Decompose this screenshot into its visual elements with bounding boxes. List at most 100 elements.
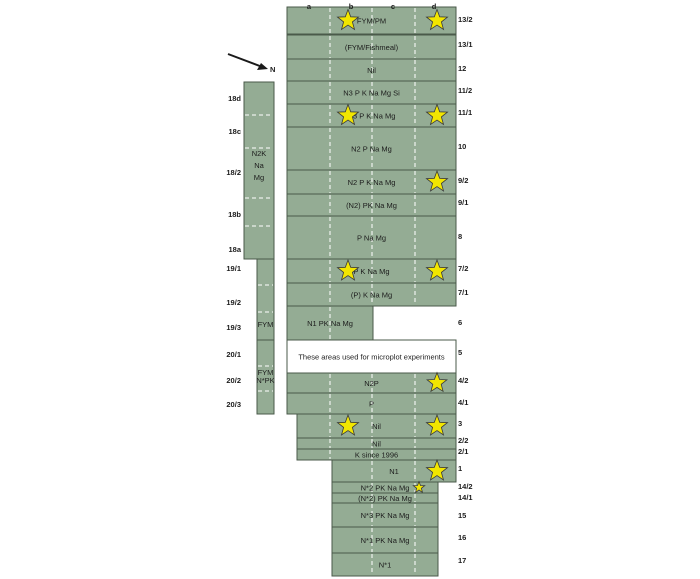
subplot-label: 20/3 (226, 400, 241, 409)
row-label: 8 (458, 232, 462, 241)
plot-label: (FYM/Fishmeal) (345, 43, 399, 52)
plot-rect (296, 413, 457, 439)
row-label: 3 (458, 419, 462, 428)
row-label: 5 (458, 348, 462, 357)
plot-rect (243, 81, 275, 260)
plot-label: (N*2) PK Na Mg (358, 494, 412, 503)
plot-p2_2: Nil (296, 437, 457, 450)
column-label: a (307, 2, 312, 11)
plot-p14_1: (N*2) PK Na Mg (331, 492, 439, 504)
row-label: 14/2 (458, 482, 473, 491)
plot-p13_1: (FYM/Fishmeal) (286, 34, 457, 60)
star-icon (425, 8, 449, 31)
row-labels: 13/213/11211/211/1109/29/187/27/1654/24/… (458, 15, 473, 565)
plot-p7_1: (P) K Na Mg (286, 282, 457, 307)
plot-p13_2: FYM/PM (286, 6, 457, 35)
subplot-label: 20/1 (226, 350, 241, 359)
row-label: 9/2 (458, 176, 468, 185)
row-label: 13/1 (458, 40, 473, 49)
north-arrow-icon (227, 53, 266, 69)
plot-rect (286, 215, 457, 260)
star-icon (336, 8, 360, 31)
row-label: 15 (458, 511, 466, 520)
row-label: 10 (458, 142, 466, 151)
plot-rect (331, 502, 439, 528)
plot-p10: N2 P Na Mg (286, 126, 457, 171)
subplot-label: 19/3 (226, 323, 241, 332)
plot-p16: N*1 PK Na Mg (331, 526, 439, 554)
plot-label: K since 1996 (355, 451, 398, 460)
subplot-label: 20/2 (226, 376, 241, 385)
plot-p15: N*3 PK Na Mg (331, 502, 439, 528)
row-label: 11/2 (458, 86, 472, 95)
plot-p4_2: N2P (286, 371, 457, 394)
subplot-label: 19/2 (226, 298, 241, 307)
plot-p11_2: N3 P K Na Mg Si (286, 80, 457, 105)
plot-rect (331, 552, 439, 577)
star-icon (425, 458, 449, 481)
plot-label: FYM/PM (357, 17, 386, 26)
plot-label: N2 P K Na Mg (348, 178, 396, 187)
star-icon (412, 480, 426, 494)
subplot-label: 18a (228, 245, 241, 254)
star-icon (336, 103, 360, 126)
row-label: 2/2 (458, 436, 468, 445)
plot-label: P (369, 400, 374, 409)
plot-label: N3 P K Na Mg (348, 112, 396, 121)
plot-label: N*3 PK Na Mg (361, 511, 410, 520)
plot-p2_1: K since 1996 (296, 448, 457, 461)
plot-rect (286, 339, 457, 374)
star-icon (425, 258, 449, 281)
row-label: 4/1 (458, 398, 468, 407)
star-icon (336, 413, 360, 436)
plot-p12: Nil (286, 58, 457, 82)
plot-label: N*1 (379, 561, 392, 570)
plot-p7_2: P K Na Mg (286, 258, 457, 284)
plot-p3: Nil (296, 413, 457, 439)
subplot-label: 19/1 (226, 264, 241, 273)
row-label: 7/1 (458, 288, 468, 297)
plot-label: N1 (389, 467, 399, 476)
star-icon (426, 371, 448, 393)
plot-label: P K Na Mg (353, 267, 389, 276)
plot-label: (N2) PK Na Mg (346, 201, 397, 210)
left-plot-label: FYM (258, 320, 274, 329)
star-icon (425, 413, 449, 436)
star-icon (425, 103, 449, 126)
row-label: 16 (458, 533, 466, 542)
plot-label: N1 PK Na Mg (307, 319, 353, 328)
plot-p6: N1 PK Na Mg (286, 305, 374, 341)
plot-label: N2P (364, 379, 379, 388)
plot-rect (286, 126, 457, 171)
plot-p14_2: N*2 PK Na Mg (331, 480, 439, 494)
row-label: 2/1 (458, 447, 468, 456)
plot-p8: P Na Mg (286, 215, 457, 260)
star-icon (425, 169, 449, 192)
plot-p4_1: P (286, 392, 457, 415)
column-label: d (432, 2, 437, 11)
row-label: 11/1 (458, 108, 472, 117)
north-indicator: N (227, 53, 275, 74)
row-label: 9/1 (458, 198, 468, 207)
subplot-label: 18c (228, 127, 241, 136)
star-icon (336, 258, 360, 281)
plot-label: (P) K Na Mg (351, 291, 392, 300)
plot-rect (256, 339, 275, 415)
north-arrowhead-icon (257, 63, 268, 70)
row-label: 7/2 (458, 264, 468, 273)
plot-label: Nil (367, 66, 376, 75)
row-label: 12 (458, 64, 466, 73)
subplot-label: 18b (228, 210, 241, 219)
plot-p1: N1 (331, 458, 457, 483)
plot-p9_2: N2 P K Na Mg (286, 169, 457, 195)
column-label: b (349, 2, 354, 11)
plot-label: N2 P Na Mg (351, 145, 392, 154)
row-label: 17 (458, 556, 466, 565)
plot-label: P Na Mg (357, 234, 386, 243)
subplot-label: 18d (228, 94, 241, 103)
plot-label: N3 P K Na Mg Si (343, 89, 400, 98)
